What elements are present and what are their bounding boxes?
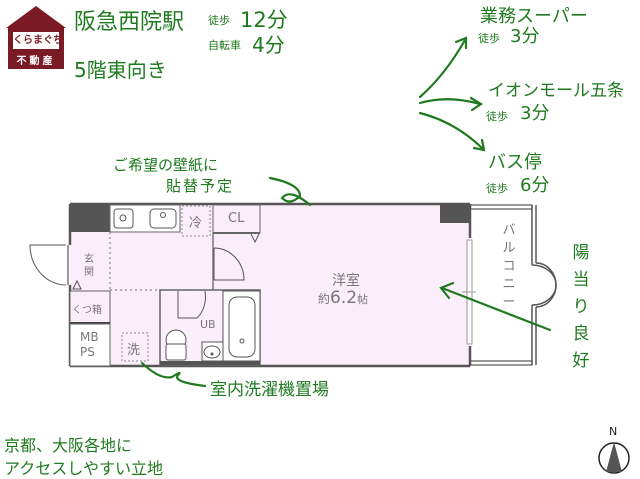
nearby-walk-label: 徒歩 — [486, 110, 508, 123]
bike-label: 自転車 — [208, 39, 241, 52]
nearby-walk-label: 徒歩 — [478, 32, 500, 45]
pillar-top-right — [440, 204, 470, 223]
room-name: 洋室 — [332, 273, 360, 289]
access-note-line1: 京都、大阪各地に — [4, 436, 133, 455]
station-walk-label: 徒歩 — [208, 14, 230, 27]
nearby-walk-label: 徒歩 — [486, 182, 508, 195]
room-size: 約6.2帖 — [318, 288, 369, 308]
fridge-label: 冷 — [189, 216, 203, 231]
unit-bath-label: UB — [200, 318, 216, 331]
shoe-box-label: くつ箱 — [72, 305, 102, 316]
nearby-time: 3分 — [510, 26, 540, 47]
bike-time: 4分 — [252, 33, 285, 57]
balcony-label: バ ル コ ニ ー — [502, 223, 516, 310]
mbps-label: MB PS — [80, 330, 99, 359]
logo-subtitle: 不動産 — [16, 56, 56, 67]
entrance-label: 玄 関 — [84, 254, 94, 278]
nearby-name-supermarket: 業務スーパー — [480, 6, 588, 27]
pillar-top-left — [70, 204, 110, 232]
logo-brand: くらまぐち — [13, 32, 63, 49]
washer-label: 洗 — [127, 343, 141, 358]
nearby-name-bus-stop: バス停 — [488, 152, 542, 173]
compass-north-label: N — [609, 425, 618, 438]
nearby-time: 3分 — [520, 103, 550, 124]
nearby-name-aeon: イオンモール五条 — [488, 81, 624, 101]
company-logo: くらまぐち 不動産 — [6, 6, 66, 69]
station-walk-time: 12分 — [240, 8, 288, 32]
nearby-time: 6分 — [520, 175, 550, 196]
floor-info: 5階東向き — [74, 58, 167, 82]
sunlight-note: 陽 当 り 良 好 — [572, 243, 590, 371]
compass-icon — [598, 442, 630, 474]
wallpaper-note-line1: ご希望の壁紙に — [113, 156, 219, 174]
laundry-note: 室内洗濯機置場 — [210, 380, 329, 400]
closet-label: CL — [228, 211, 245, 226]
access-note-line2: アクセスしやすい立地 — [4, 459, 164, 478]
wallpaper-note-line2: 貼替予定 — [166, 177, 235, 195]
station-name: 阪急西院駅 — [74, 10, 185, 35]
logo-roof-icon — [6, 6, 66, 28]
